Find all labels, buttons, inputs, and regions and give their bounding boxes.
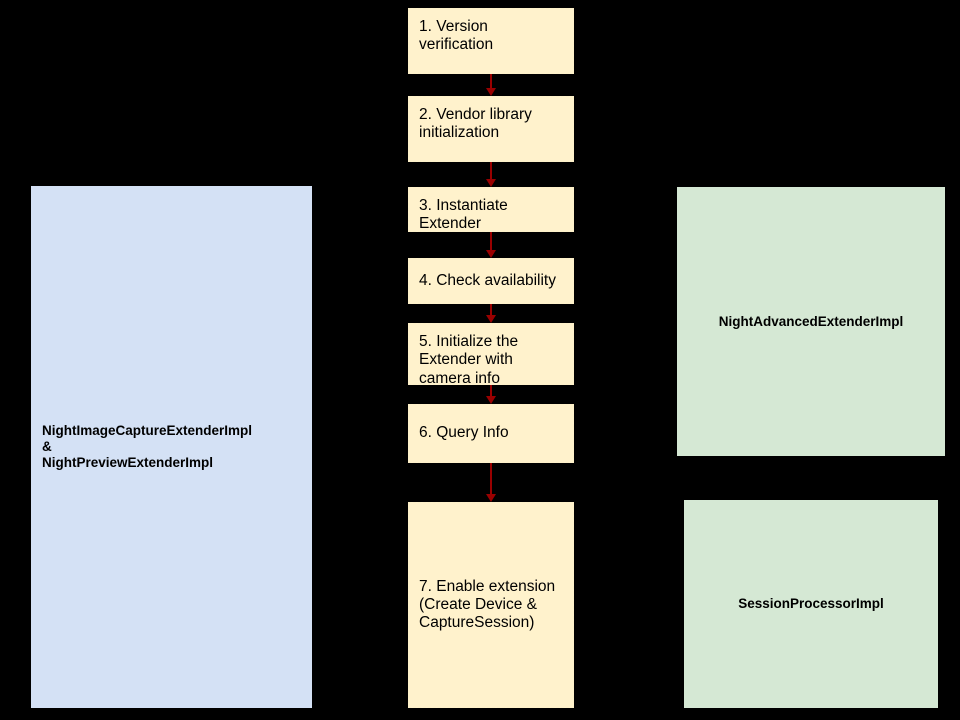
arrow-step1-to-step2	[485, 74, 497, 96]
step-3-label: 3. Instantiate Extender	[419, 197, 508, 233]
step-5-initialize-extender-with-camera-info[interactable]: 5. Initialize the Extender with camera i…	[408, 323, 574, 387]
arrow-step4-to-step5	[485, 304, 497, 323]
arrow-step3-to-step4	[485, 232, 497, 258]
step-1-version-verification[interactable]: 1. Version verification	[408, 8, 574, 74]
group-advanced-extender: NightAdvancedExtenderImpl	[677, 187, 945, 456]
step-2-label: 2. Vendor library initialization	[419, 106, 532, 142]
step-3-instantiate-extender[interactable]: 3. Instantiate Extender	[408, 187, 574, 232]
step-4-check-availability[interactable]: 4. Check availability	[408, 258, 574, 304]
arrow-step6-to-step7	[485, 463, 497, 502]
step-5-label: 5. Initialize the Extender with camera i…	[419, 333, 519, 387]
step-7-enable-extension[interactable]: 7. Enable extension (Create Device & Cap…	[408, 502, 574, 708]
group-basic-extender: NightImageCaptureExtenderImpl & NightPre…	[31, 186, 312, 708]
step-4-label: 4. Check availability	[419, 271, 556, 289]
step-6-query-info[interactable]: 6. Query Info	[408, 404, 574, 463]
group-basic-extender-label: NightImageCaptureExtenderImpl & NightPre…	[42, 423, 253, 470]
group-advanced-extender-label: NightAdvancedExtenderImpl	[718, 313, 904, 329]
arrow-step5-to-step6	[485, 385, 497, 404]
arrow-step2-to-step3	[485, 162, 497, 187]
group-session-processor-label: SessionProcessorImpl	[738, 596, 884, 612]
step-2-vendor-library-initialization[interactable]: 2. Vendor library initialization	[408, 96, 574, 162]
step-7-label: 7. Enable extension (Create Device & Cap…	[419, 577, 556, 632]
step-1-label: 1. Version verification	[419, 18, 494, 54]
step-6-label: 6. Query Info	[419, 424, 509, 442]
group-session-processor: SessionProcessorImpl	[684, 500, 938, 708]
